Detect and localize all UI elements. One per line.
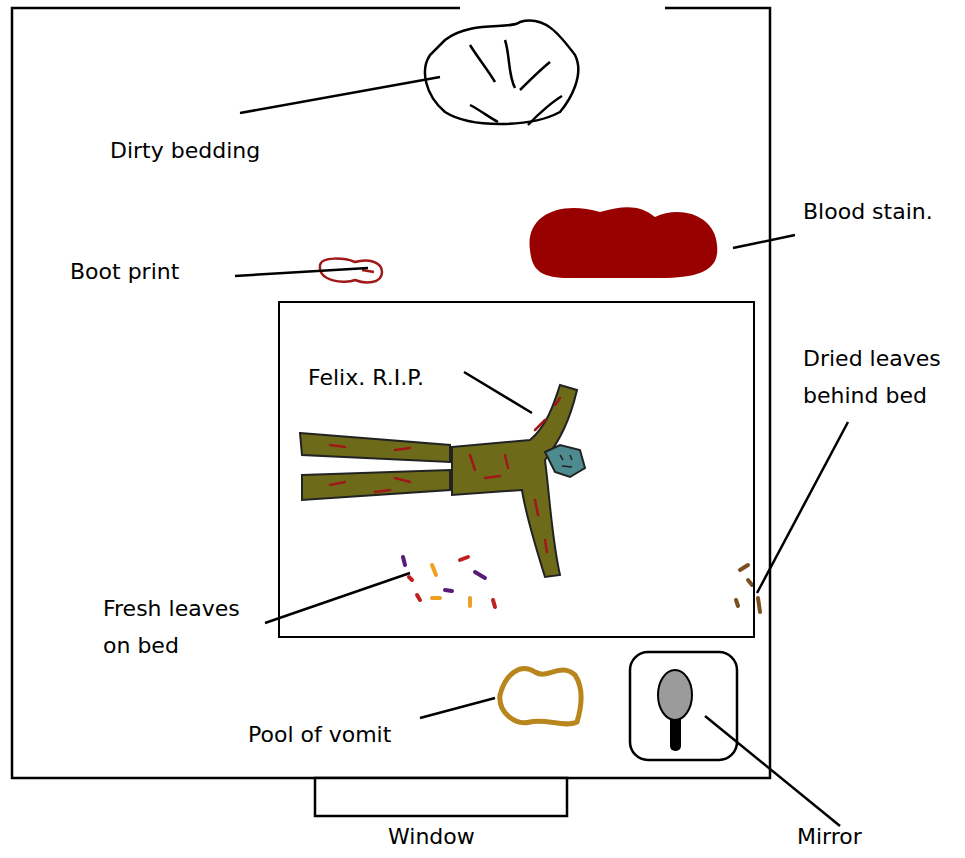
room-walls [12,8,770,778]
fresh-leaves [403,557,495,607]
victim-label: Felix. R.I.P. [308,359,468,396]
body-figure [300,385,585,577]
face-marks [560,455,572,467]
evidence-label: Blood stain. [803,193,958,230]
evidence-label: Window [388,818,508,855]
evidence-label: Boot print [70,253,230,290]
blood-stain-shape [530,207,718,278]
evidence-label: Dried leaves behind bed [803,340,958,414]
blood-streaks [330,398,560,552]
vomit-shape [500,669,581,724]
leader-lines [235,77,848,826]
window-shape [315,778,567,816]
evidence-label: Fresh leaves on bed [103,590,263,664]
evidence-label: Mirror [797,818,917,855]
bedding-shape [425,21,578,125]
dried-leaves [736,565,760,612]
mirror-shape [630,652,737,760]
bed-outline: Felix. R.I.P. [278,301,755,638]
evidence-label: Dirty bedding [110,132,310,169]
evidence-label: Pool of vomit [248,716,448,753]
